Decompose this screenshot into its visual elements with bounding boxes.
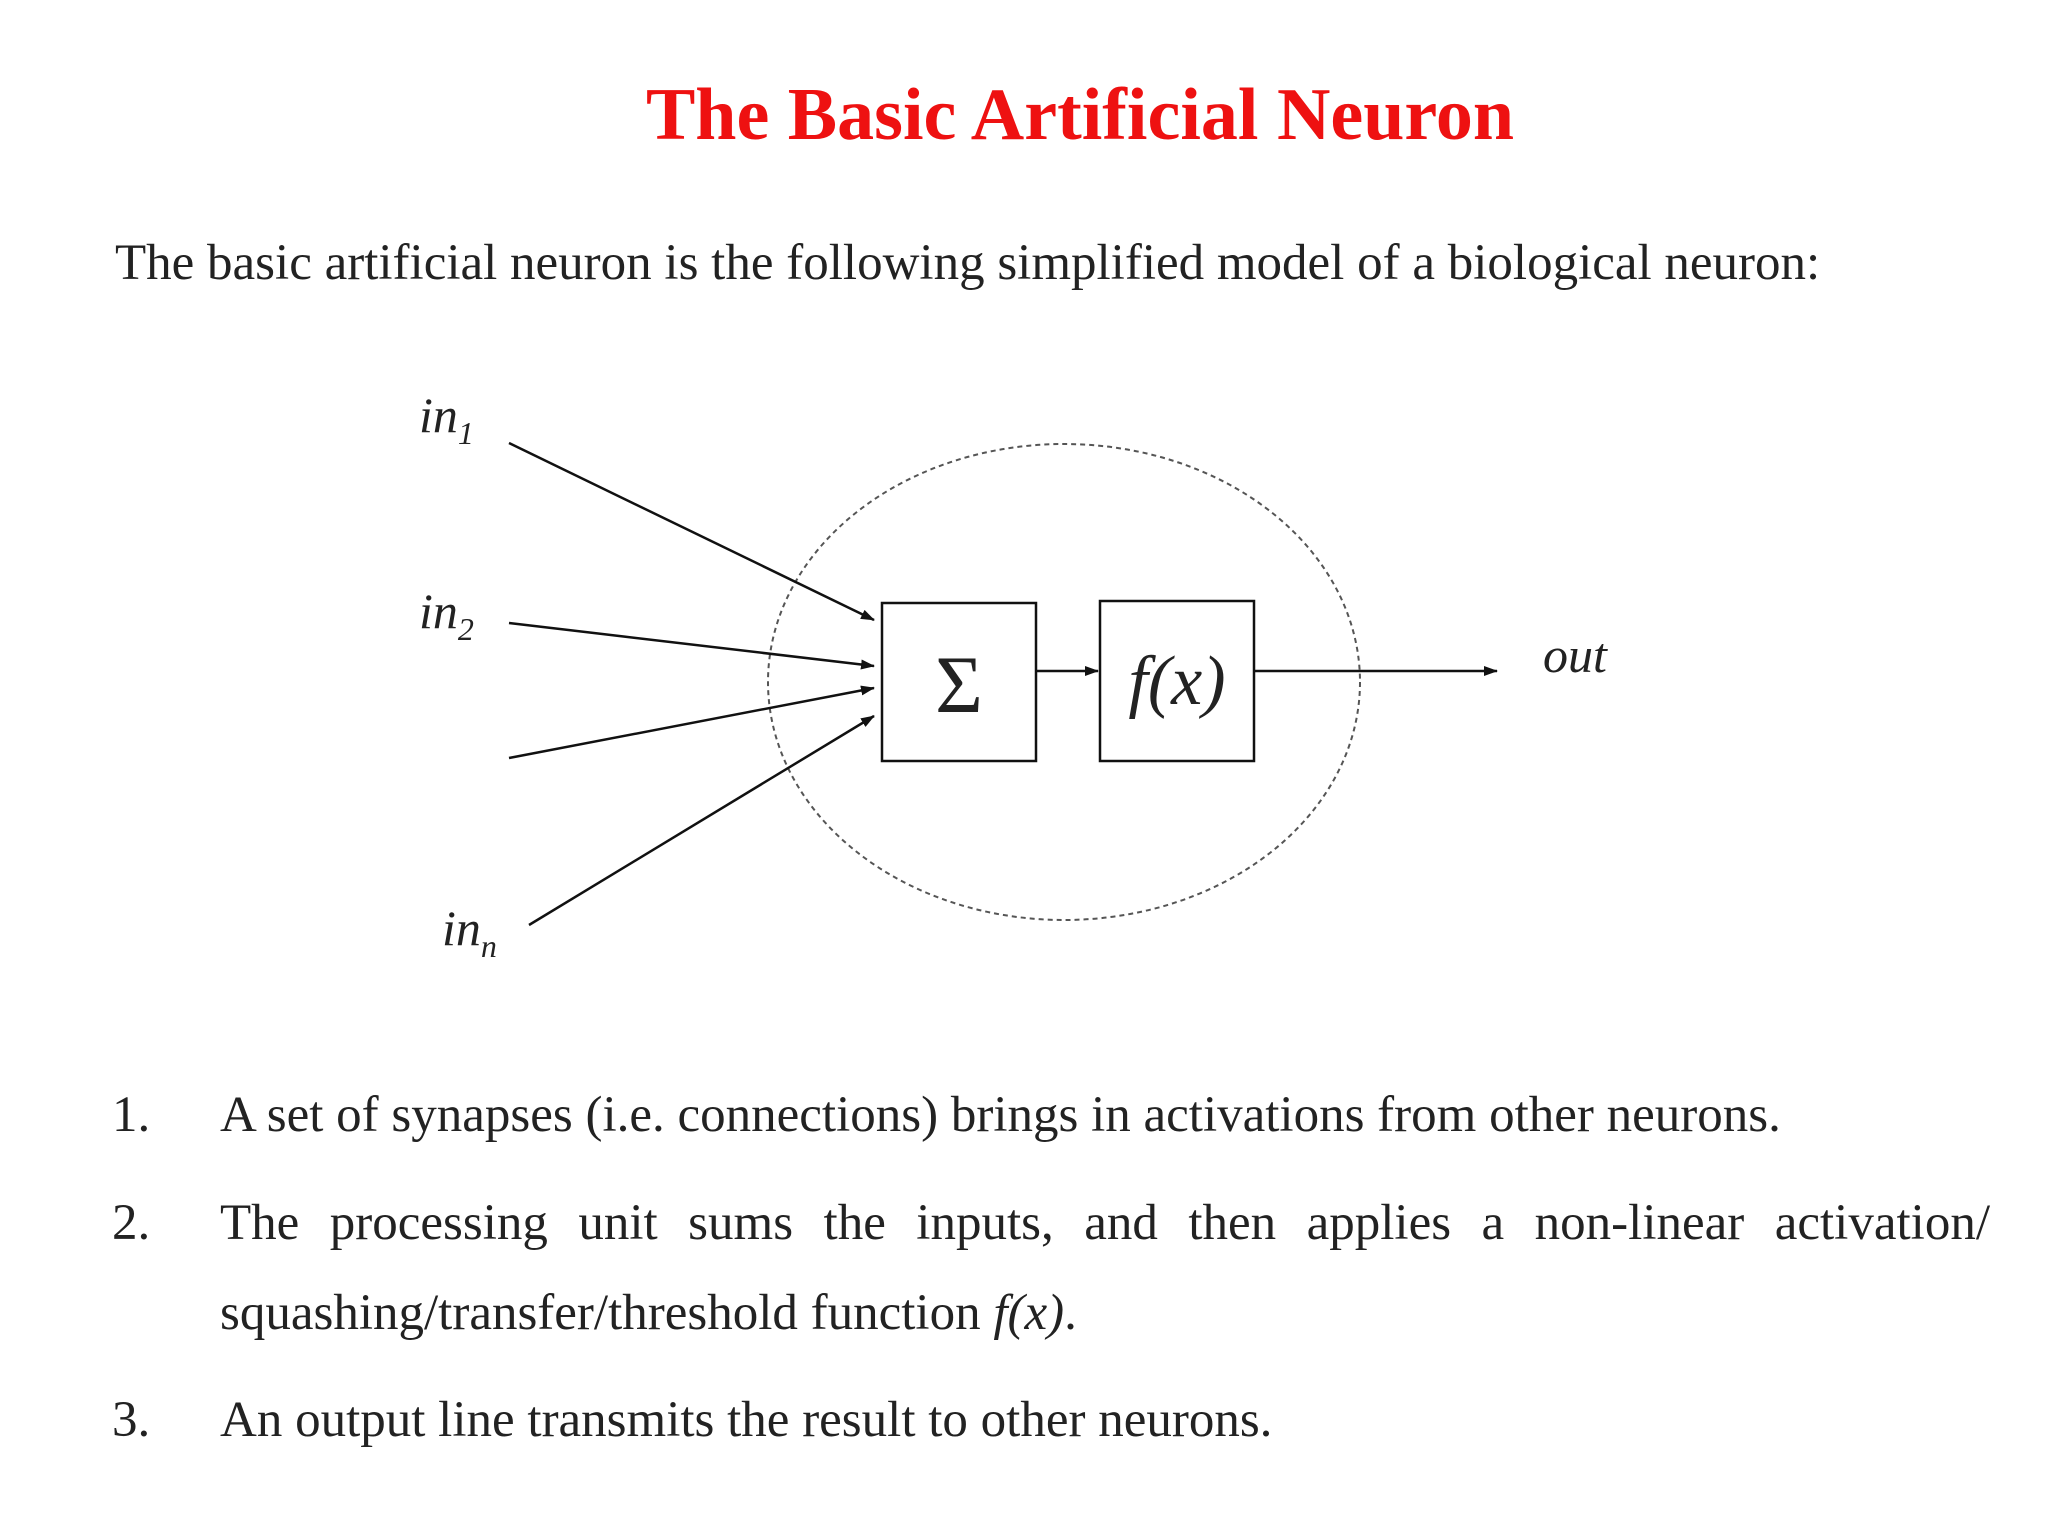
list-item-line-last: squashing/transfer/threshold function f(…: [220, 1268, 1990, 1358]
list-item-number: 3.: [112, 1392, 151, 1448]
inline-function-ref: f(x): [993, 1285, 1065, 1341]
list-item-line: The processing unit sums the inputs, and…: [220, 1195, 1990, 1251]
list-item-text: A set of synapses (i.e. connections) bri…: [220, 1070, 1990, 1160]
list-item-line: A set of synapses (i.e. connections) bri…: [220, 1087, 1781, 1143]
list-item-number: 2.: [112, 1195, 151, 1251]
activation-function-label: f(x): [1128, 643, 1225, 720]
sigma-symbol: Σ: [935, 639, 983, 730]
activation-box: [1098, 599, 1256, 763]
list-item-line-end: .: [1064, 1285, 1077, 1341]
summation-box: [880, 601, 1038, 763]
neuron-cell-boundary: [767, 443, 1361, 921]
list-item-text: The processing unit sums the inputs, and…: [220, 1178, 1990, 1358]
input-arrow-2: [508, 621, 875, 670]
input-label-2-base: in: [419, 583, 458, 639]
input-arrow-n: [528, 714, 875, 927]
input-arrow-3: [508, 685, 875, 760]
input-arrow-1: [508, 441, 875, 622]
input-label-2: in2: [419, 583, 474, 647]
list-item-number: 1.: [112, 1087, 151, 1143]
input-label-n-sub: n: [481, 928, 497, 964]
input-label-2-sub: 2: [458, 611, 474, 647]
input-label-1-base: in: [419, 387, 458, 443]
intro-text: The basic artificial neuron is the follo…: [115, 235, 1821, 291]
input-label-n: inn: [442, 900, 497, 964]
input-label-1: in1: [419, 387, 474, 451]
list-item-line: An output line transmits the result to o…: [220, 1392, 1273, 1448]
input-label-1-sub: 1: [458, 415, 474, 451]
list-item-line-text: squashing/transfer/threshold function: [220, 1285, 981, 1341]
output-label: out: [1543, 627, 1608, 683]
page-title: The Basic Artificial Neuron: [645, 74, 1515, 156]
list-item-text: An output line transmits the result to o…: [220, 1375, 1990, 1465]
input-label-n-base: in: [442, 900, 481, 956]
